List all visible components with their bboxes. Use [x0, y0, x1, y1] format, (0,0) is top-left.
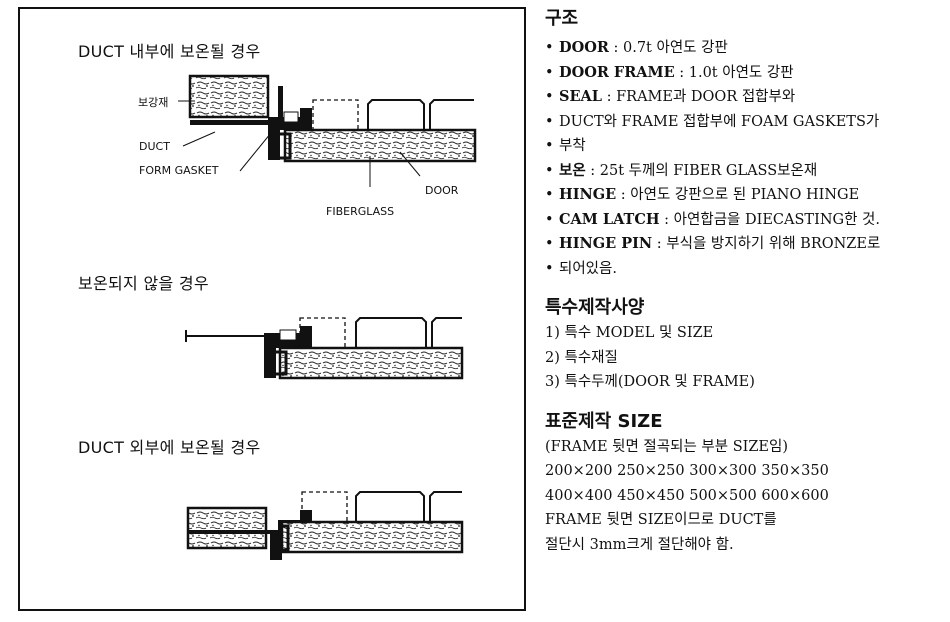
- list-item: 보온 : 25t 두께의 FIBER GLASS보온재: [545, 159, 945, 184]
- standard-note: (FRAME 뒷면 절곡되는 부분 SIZE임): [545, 438, 789, 455]
- list-item: SEAL : FRAME과 DOOR 접합부와: [545, 85, 945, 110]
- label-fiberglass: FIBERGLASS: [326, 205, 395, 218]
- list-item: DOOR FRAME : 1.0t 아연도 강판: [545, 61, 945, 86]
- caption-duct-inner: DUCT 내부에 보온될 경우: [78, 42, 261, 61]
- standard-sizes-1: 200×200 250×250 300×300 350×350: [545, 463, 829, 479]
- special-heading: 특수제작사양: [545, 297, 645, 318]
- standard-sizes-2: 400×400 450×450 500×500 600×600: [545, 487, 829, 504]
- label-door: DOOR: [425, 184, 459, 197]
- standard-note-3: 절단시 3mm크게 절단해야 함.: [545, 536, 734, 553]
- list-item-continuation: 되어있음.: [545, 257, 945, 282]
- structure-heading: 구조: [545, 8, 579, 29]
- standard-note-2: FRAME 뒷면 SIZE이므로 DUCT를: [545, 512, 777, 528]
- section-inner-insulation: [178, 74, 477, 187]
- spec-panel: 구조 DOOR : 0.7t 아연도 강판 DOOR FRAME : 1.0t …: [545, 6, 945, 557]
- section-outer-insulation: [186, 491, 464, 560]
- special-item-1: 1) 특수 MODEL 및 SIZE: [545, 325, 714, 341]
- caption-duct-outer: DUCT 외부에 보온될 경우: [78, 438, 261, 457]
- section-no-insulation: [185, 317, 464, 380]
- list-item: CAM LATCH : 아연합금을 DIECASTING한 것.: [545, 208, 945, 233]
- list-item-continuation: 부착: [545, 134, 945, 159]
- list-item: HINGE PIN : 부식을 방지하기 위해 BRONZE로: [545, 232, 945, 257]
- label-reinforcement: 보강재: [138, 96, 169, 109]
- drawing-frame: [18, 7, 526, 611]
- caption-no-insulation: 보온되지 않을 경우: [78, 274, 209, 293]
- special-item-3: 3) 특수두께(DOOR 및 FRAME): [545, 374, 755, 390]
- label-duct: DUCT: [139, 140, 170, 153]
- structure-list: DOOR : 0.7t 아연도 강판 DOOR FRAME : 1.0t 아연도…: [545, 36, 945, 281]
- list-item: HINGE : 아연도 강판으로 된 PIANO HINGE: [545, 183, 945, 208]
- list-item: DUCT와 FRAME 접합부에 FOAM GASKETS가: [545, 110, 945, 135]
- list-item: DOOR : 0.7t 아연도 강판: [545, 36, 945, 61]
- label-form-gasket: FORM GASKET: [139, 164, 219, 177]
- special-item-2: 2) 특수재질: [545, 349, 618, 366]
- standard-heading: 표준제작 SIZE: [545, 410, 663, 432]
